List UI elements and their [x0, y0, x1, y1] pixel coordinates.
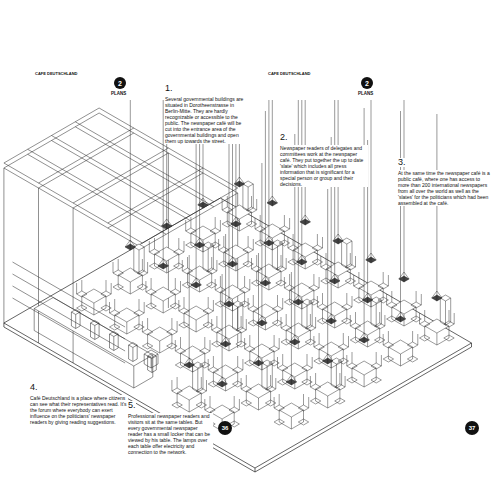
body-text: Newspaper readers of delegates and commi…: [280, 145, 368, 187]
page-number-circle: 2: [114, 77, 126, 89]
header-text: CAFE DEUTSCHLAND: [268, 72, 310, 77]
body-text: Café Deutschland is a place where citize…: [30, 395, 128, 425]
circle-number: 37: [469, 425, 476, 431]
body-text: At the same time the newspaper café is a…: [398, 170, 490, 206]
body-text: Professional newspaper readers and visit…: [128, 413, 213, 455]
section-label: PLANS: [111, 91, 126, 96]
circle-number: 36: [222, 425, 229, 431]
page-number-circle: 2: [361, 77, 373, 89]
section-label: PLANS: [358, 91, 373, 96]
table-lamp: [125, 177, 442, 387]
callout-number: 4.: [30, 383, 38, 392]
cafe-counter: [13, 262, 159, 388]
callout-number: 1.: [165, 84, 173, 93]
callout-number: 3.: [398, 158, 406, 167]
page-number-circle: 37: [465, 421, 479, 435]
callout-number: 2.: [280, 133, 288, 142]
header-text: CAFE DEUTSCHLAND: [35, 72, 77, 77]
circle-number: 2: [118, 80, 122, 87]
circle-number: 2: [365, 80, 369, 87]
page-number-circle: 36: [218, 421, 232, 435]
body-text: Several governmental buildings are situa…: [165, 96, 245, 144]
callout-number: 5.: [128, 401, 136, 410]
